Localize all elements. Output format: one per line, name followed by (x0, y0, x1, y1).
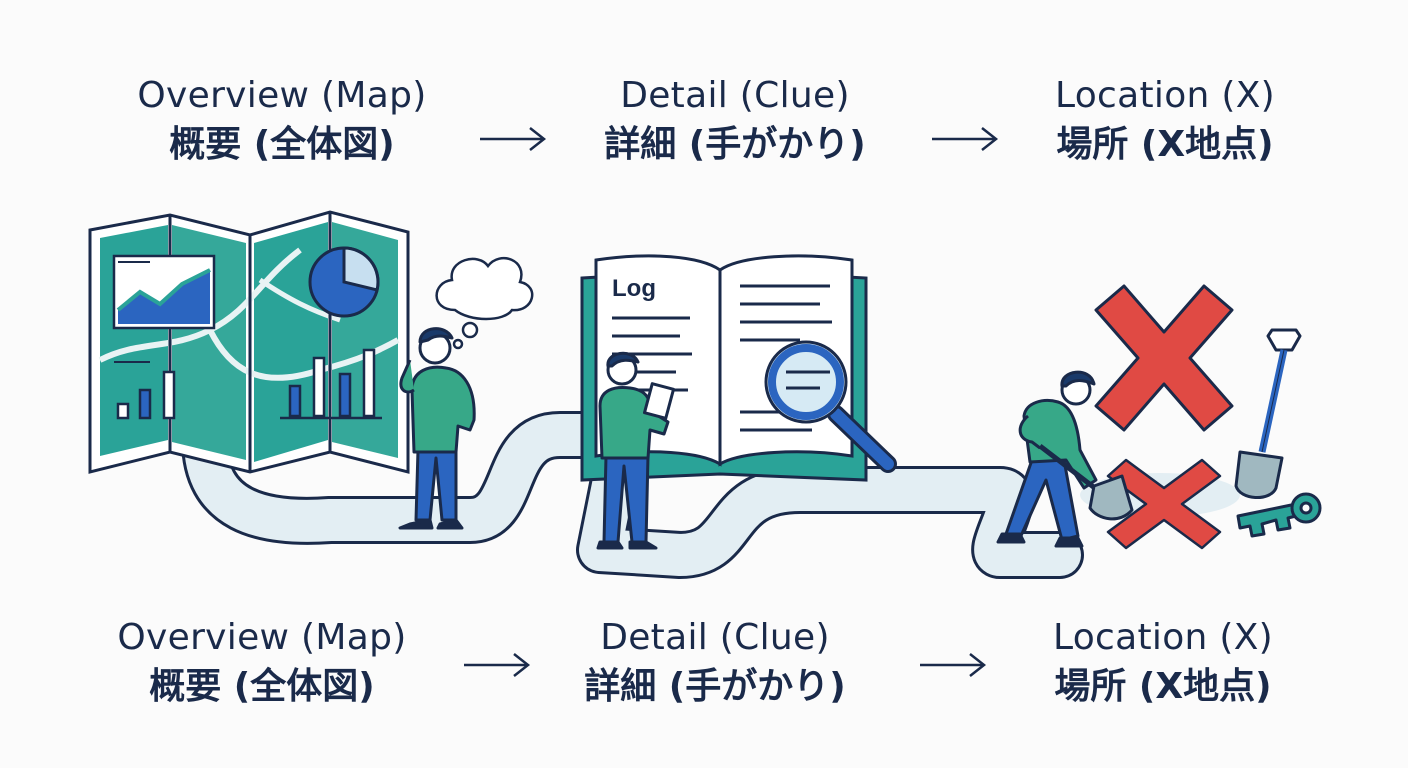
person-thinking-icon (398, 327, 476, 530)
key-icon (1236, 492, 1322, 538)
step-detail-ja: 詳細 (手がかり) (584, 666, 846, 707)
step-overview-ja: 概要 (全体図) (149, 666, 375, 707)
step-location-en: Location (X) (1052, 617, 1274, 658)
x-mark-icon (1094, 284, 1234, 432)
step-location-top: Location (X) 場所 (X地点) (1030, 72, 1300, 170)
step-location-bottom: Location (X) 場所 (X地点) (1028, 614, 1298, 712)
step-detail-top: Detail (Clue) 詳細 (手がかり) (575, 72, 895, 170)
arrow-right-icon (480, 127, 547, 151)
winding-path (181, 411, 1240, 579)
step-overview-en: Overview (Map) (137, 75, 427, 116)
step-overview-top: Overview (Map) 概要 (全体図) (112, 72, 452, 170)
step-location-ja: 場所 (X地点) (1056, 124, 1274, 165)
person-digging-icon (996, 370, 1134, 548)
step-location-en: Location (X) (1054, 75, 1276, 116)
shovel-icon (1234, 328, 1302, 499)
book-heading: Log (612, 275, 656, 302)
step-detail-en: Detail (Clue) (620, 75, 850, 116)
arrow-right-icon (920, 653, 987, 677)
step-detail-bottom: Detail (Clue) 詳細 (手がかり) (555, 614, 875, 712)
step-overview-en: Overview (Map) (117, 617, 407, 658)
step-location-ja: 場所 (X地点) (1054, 666, 1272, 707)
journey-illustration: Log (88, 210, 1322, 579)
magnifying-glass-icon (764, 340, 897, 473)
bottom-step-labels: Overview (Map) 概要 (全体図) Detail (Clue) 詳細… (0, 610, 1408, 730)
step-detail-ja: 詳細 (手がかり) (604, 124, 866, 165)
step-overview-ja: 概要 (全体図) (169, 124, 395, 165)
map-icon (88, 210, 410, 474)
arrow-right-icon (464, 653, 531, 677)
step-detail-en: Detail (Clue) (600, 617, 830, 658)
x-mark-icon (1106, 458, 1222, 550)
person-reading-icon (596, 351, 676, 550)
arrow-right-icon (932, 127, 999, 151)
step-overview-bottom: Overview (Map) 概要 (全体図) (92, 614, 432, 712)
top-step-labels: Overview (Map) 概要 (全体図) Detail (Clue) 詳細… (0, 68, 1408, 188)
thought-bubble-icon (435, 256, 534, 350)
